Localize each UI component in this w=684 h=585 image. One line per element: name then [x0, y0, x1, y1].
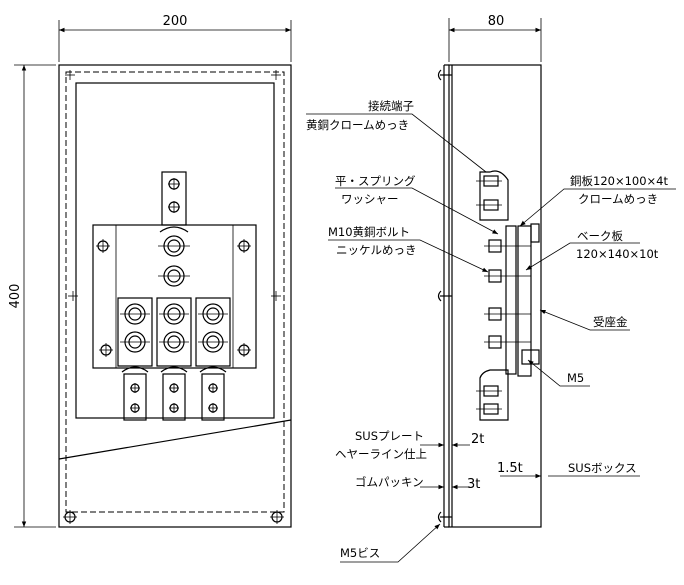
corner-screw-top-left	[65, 70, 75, 80]
width-dimension-label: 200	[163, 14, 188, 29]
label-bracket: 受座金	[593, 315, 628, 329]
plate-thickness-dim: 2t	[420, 432, 484, 448]
lower-bolt-block-center	[156, 297, 192, 367]
label-copper-2: クロームめっき	[578, 192, 658, 206]
side-screw-top	[437, 69, 452, 81]
width-dimension: 200	[58, 14, 292, 62]
lower-bolt-block-right	[195, 297, 231, 367]
label-terminal-1: 接続端子	[368, 99, 414, 113]
gasket-thickness-dim: 3t	[420, 477, 480, 492]
side-terminal-top	[476, 170, 509, 221]
gasket-thickness-label: 3t	[467, 477, 480, 492]
label-sus-plate-2: ヘヤーライン仕上	[335, 447, 427, 461]
label-bakelite-2: 120×140×10t	[576, 247, 659, 261]
label-sus-plate-1: SUSプレート	[355, 429, 424, 443]
lower-terminal-left	[121, 366, 149, 421]
bracket-side-top	[530, 223, 540, 243]
height-dimension-label: 400	[8, 284, 23, 309]
lower-bolt-block-left	[117, 297, 153, 367]
label-bakelite-1: ベーク板	[577, 229, 623, 243]
sus-box-side	[448, 64, 542, 528]
side-screw-bottom	[437, 511, 452, 523]
label-m5-screw: M5ビス	[340, 546, 380, 560]
side-bolt-1	[484, 239, 531, 253]
label-bolt-2: ニッケルめっき	[336, 243, 417, 257]
plate-thickness-label: 2t	[471, 432, 484, 447]
lower-terminal-right	[199, 366, 227, 421]
label-washer-2: ワッシャー	[341, 192, 399, 206]
bakelite-board-front	[75, 82, 275, 419]
side-screw-mid	[437, 290, 452, 302]
box-thickness-label: 1.5t	[497, 461, 523, 476]
lower-terminal-center	[160, 366, 188, 421]
side-terminal-bottom	[476, 369, 509, 421]
depth-dimension-label: 80	[488, 14, 505, 29]
box-thickness-dim: 1.5t	[497, 461, 541, 479]
label-copper-1: 銅板120×100×4t	[570, 174, 668, 188]
corner-screw-mid-left	[68, 291, 78, 301]
label-gasket: ゴムパッキン	[355, 475, 424, 489]
box-outline-hidden	[65, 71, 285, 513]
label-m5: M5	[567, 371, 584, 385]
sus-plate-front	[58, 64, 292, 528]
label-bolt-1: M10黄銅ボルト	[328, 225, 410, 239]
height-dimension: 400	[8, 64, 56, 528]
corner-screw-bottom-left	[63, 510, 77, 524]
callouts: 接続端子 黄銅クロームめっき 平・スプリング ワッシャー M10黄銅ボルト ニッ…	[306, 99, 676, 563]
side-bolt-2	[484, 269, 531, 283]
label-washer-1: 平・スプリング	[335, 174, 416, 188]
depth-dimension: 80	[448, 14, 542, 62]
copper-plate-side	[505, 225, 517, 375]
side-bolt-4	[484, 335, 531, 349]
corner-screw-bottom-right	[270, 510, 284, 524]
side-bolt-3	[484, 307, 531, 321]
front-view: 200 400	[8, 14, 292, 528]
corner-screw-mid-right	[271, 291, 281, 301]
label-sus-box: SUSボックス	[568, 461, 637, 475]
label-terminal-2: 黄銅クロームめっき	[306, 118, 409, 132]
section-cut-line	[58, 419, 292, 460]
side-view: 80	[420, 14, 542, 528]
bakelite-board-side	[517, 225, 532, 377]
corner-screw-top-right	[271, 70, 281, 80]
top-terminal	[158, 171, 190, 287]
